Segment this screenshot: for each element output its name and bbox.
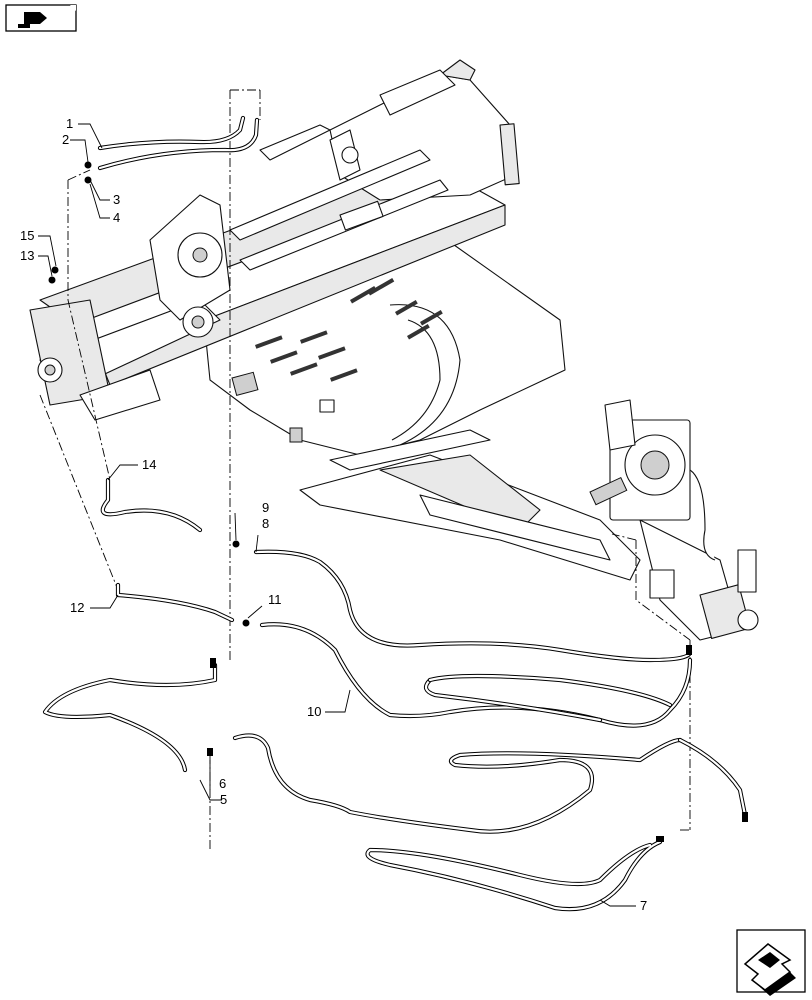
page-navigation-arrow-icon[interactable]	[736, 929, 806, 996]
callout-7: 7	[640, 898, 647, 913]
callout-8: 8	[262, 516, 269, 531]
hose-6	[232, 733, 748, 834]
callout-10: 10	[307, 704, 321, 719]
hose-14	[100, 477, 203, 533]
fittings	[48, 161, 748, 842]
callout-6: 6	[219, 776, 226, 791]
view-orientation-icon[interactable]	[5, 4, 77, 32]
callout-3: 3	[113, 192, 120, 207]
callout-4: 4	[113, 210, 120, 225]
callout-9: 9	[262, 500, 269, 515]
callout-15: 15	[20, 228, 34, 243]
callout-1: 1	[66, 116, 73, 131]
hose-5	[42, 662, 218, 773]
callout-14: 14	[142, 457, 156, 472]
machine-assembly	[29, 59, 566, 456]
callout-leaders	[38, 123, 636, 907]
hose-8	[253, 549, 693, 663]
callout-12: 12	[70, 600, 84, 615]
hose-top-pair	[97, 115, 260, 171]
assembly-centerlines	[39, 89, 691, 850]
platform-slots	[254, 277, 443, 382]
hose-7	[365, 839, 663, 912]
right-arm-assembly	[299, 399, 759, 641]
callout-13: 13	[20, 248, 34, 263]
callout-11: 11	[268, 592, 282, 607]
hoses	[42, 115, 748, 912]
hose-10	[259, 622, 693, 728]
callout-2: 2	[62, 132, 69, 147]
hose-12	[115, 582, 235, 623]
callout-labels: 1 2 3 4 15 13 14 9 8 12 11 10 6 5 7	[20, 116, 647, 913]
callout-5: 5	[220, 792, 227, 807]
